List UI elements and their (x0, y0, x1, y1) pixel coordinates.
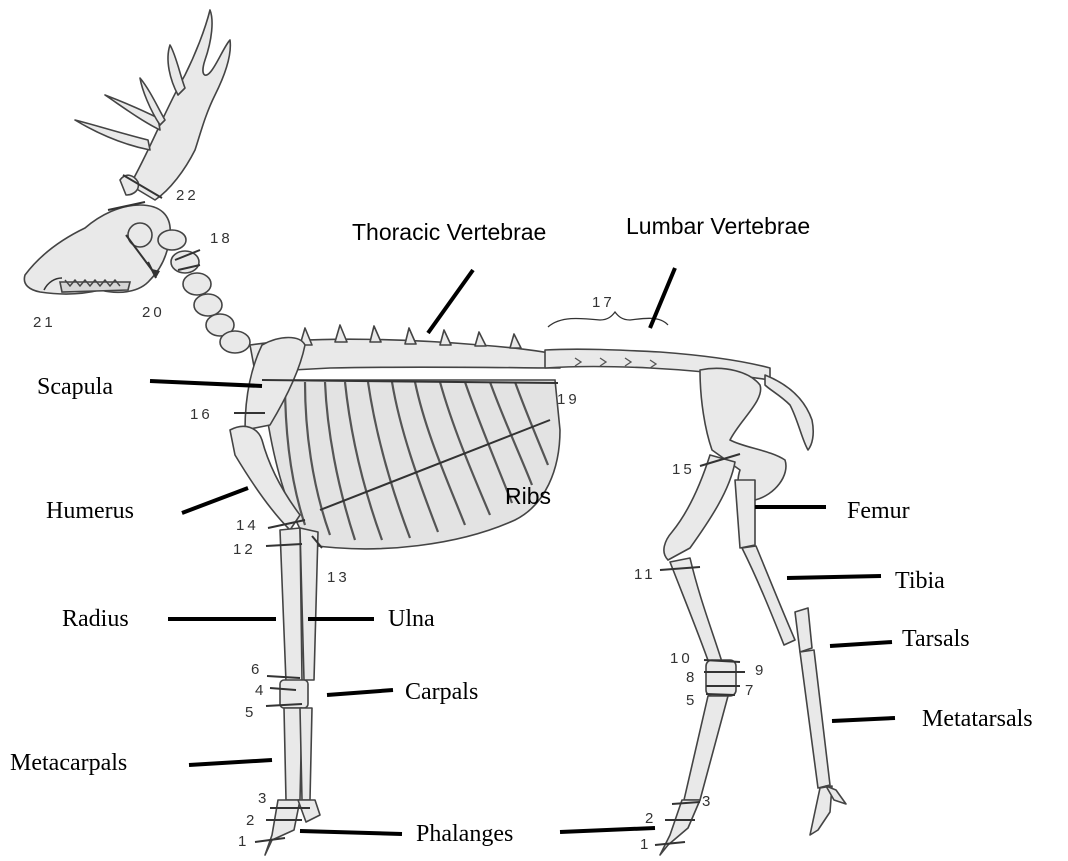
number-13: 13 (327, 569, 350, 586)
fore-number-1: 1 (238, 833, 249, 850)
label-tibia: Tibia (895, 568, 945, 594)
hind-number-7: 7 (745, 682, 756, 699)
label-phalanges: Phalanges (416, 821, 513, 847)
number-16: 16 (190, 406, 213, 423)
hind-number-10: 10 (670, 650, 693, 667)
number-19: 19 (557, 391, 580, 408)
label-radius: Radius (62, 606, 129, 632)
hind-number-3: 3 (702, 793, 713, 810)
label-humerus: Humerus (46, 498, 134, 524)
rib-cage (262, 380, 560, 549)
number-17: 17 (592, 294, 615, 311)
fore-number-3: 3 (258, 790, 269, 807)
number-15: 15 (672, 461, 695, 478)
foreleg-lower (265, 528, 320, 855)
hind-number-1: 1 (640, 836, 651, 853)
number-18: 18 (210, 230, 233, 247)
label-scapula: Scapula (37, 374, 113, 400)
label-ribs: Ribs (505, 483, 551, 509)
number-22: 22 (176, 187, 199, 204)
label-lumbar-vertebrae: Lumbar Vertebrae (626, 213, 810, 239)
label-femur: Femur (847, 498, 910, 524)
label-metatarsals: Metatarsals (922, 706, 1033, 732)
hind-number-9: 9 (755, 662, 766, 679)
fore-number-6: 6 (251, 661, 262, 678)
fore-number-4: 4 (255, 682, 266, 699)
number-14: 14 (236, 517, 259, 534)
number-21: 21 (33, 314, 56, 331)
label-thoracic-vertebrae: Thoracic Vertebrae (352, 219, 546, 245)
antlers (75, 10, 230, 200)
label-ulna: Ulna (388, 606, 435, 632)
hind-number-5: 5 (686, 692, 697, 709)
label-carpals: Carpals (405, 679, 478, 705)
number-12: 12 (233, 541, 256, 558)
fore-number-2: 2 (246, 812, 257, 829)
fore-number-5: 5 (245, 704, 256, 721)
number-20: 20 (142, 304, 165, 321)
hind-number-2: 2 (645, 810, 656, 827)
hind-number-8: 8 (686, 669, 697, 686)
label-tarsals: Tarsals (902, 626, 970, 652)
number-11: 11 (634, 566, 656, 583)
cervical-vertebrae (158, 230, 250, 353)
label-metacarpals: Metacarpals (10, 750, 127, 776)
